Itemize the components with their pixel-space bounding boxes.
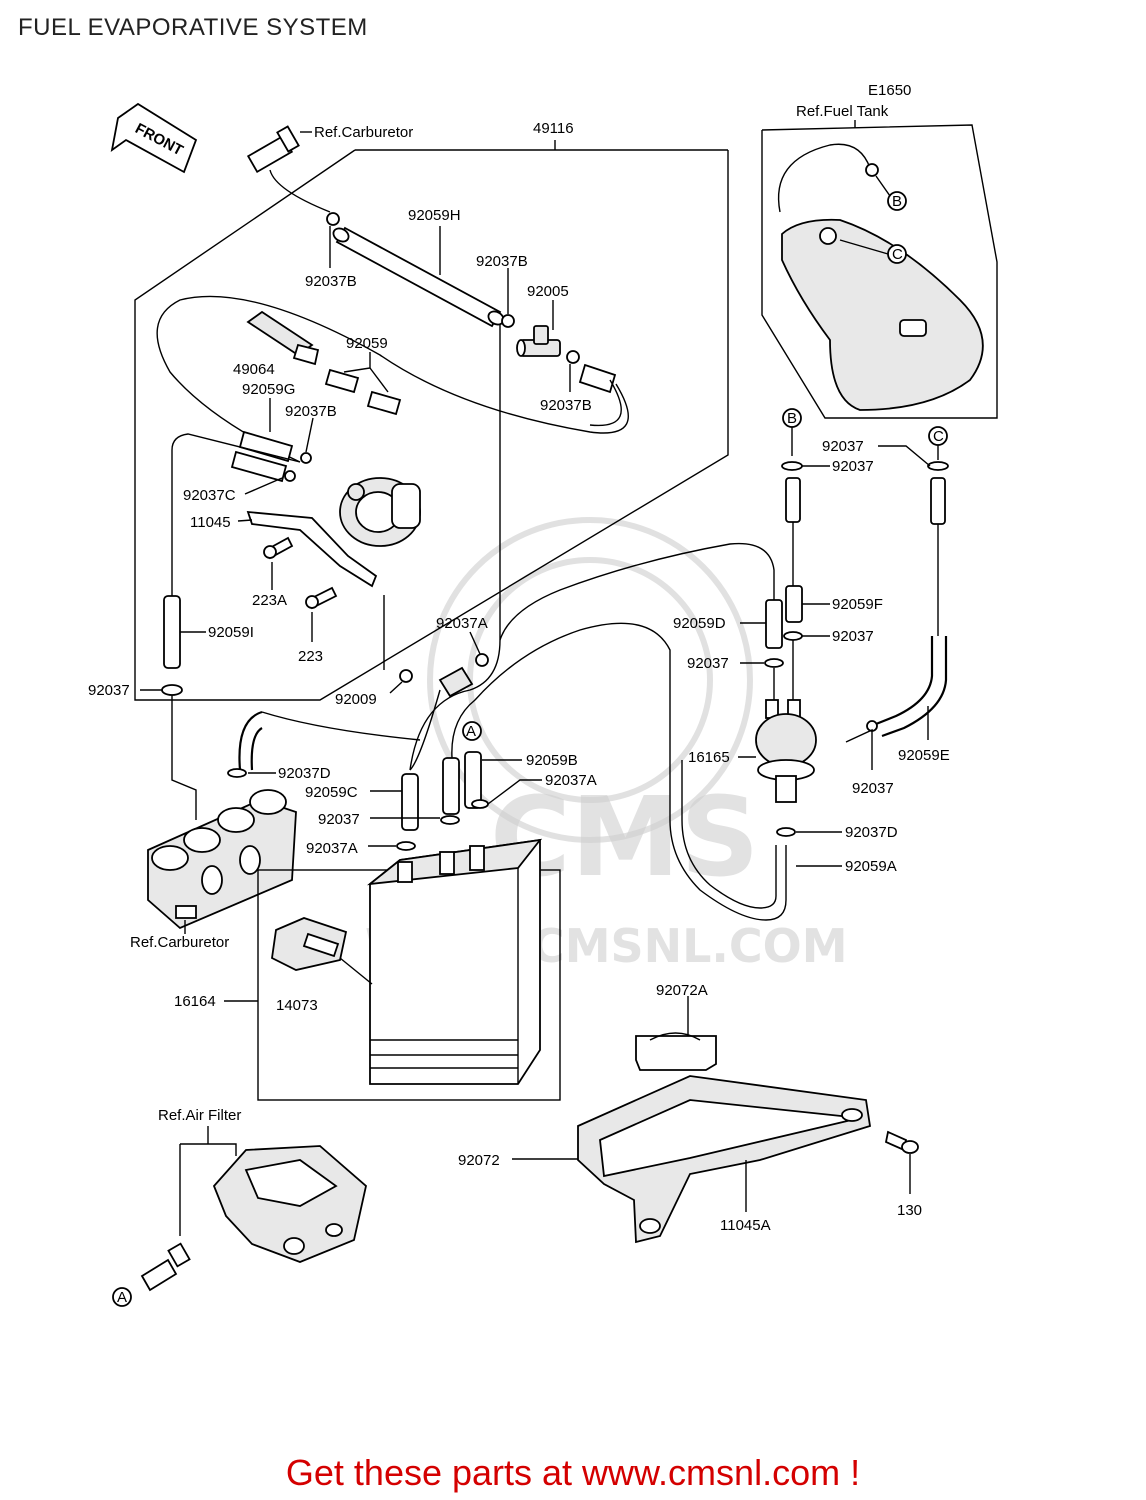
bracket-92072-11045A [577, 1075, 872, 1244]
label-92037B-3: 92037B [285, 403, 337, 420]
label-92037-mid: 92037 [318, 811, 360, 828]
footer-promo[interactable]: Get these parts at www.cmsnl.com ! [0, 1452, 1146, 1494]
canister-16164 [367, 838, 543, 1085]
label-92037A-top: 92037A [436, 615, 488, 632]
label-92059F: 92059F [832, 596, 883, 613]
fuel-tank-frame [761, 124, 998, 419]
label-92072: 92072 [458, 1152, 500, 1169]
label-92037B-2: 92037B [476, 253, 528, 270]
label-223: 223 [298, 648, 323, 665]
label-92059G: 92059G [242, 381, 295, 398]
air-filter-fitting [140, 1242, 191, 1292]
part-49064 [246, 310, 320, 366]
carburetor-bank [147, 789, 297, 930]
label-92037A-low: 92037A [306, 840, 358, 857]
label-92059B: 92059B [526, 752, 578, 769]
label-92009: 92009 [335, 691, 377, 708]
valve-92037A-area [399, 653, 489, 698]
hose-92059B-left [442, 622, 671, 815]
hoses-92059G [230, 430, 294, 483]
valve-16165 [755, 699, 817, 803]
parts-diagram: CMS WWW.CMSNL.COM FRONT E1650 49116 Ref.… [88, 82, 998, 1307]
hose-c-short [930, 477, 946, 525]
callout-c-low: C [933, 428, 944, 445]
diagram-code: E1650 [868, 82, 911, 99]
hose-92059H [326, 212, 515, 328]
label-92037C: 92037C [183, 487, 236, 504]
label-92037-r2: 92037 [832, 458, 874, 475]
ref-air-filter: Ref.Air Filter [158, 1107, 241, 1124]
label-92037D-left: 92037D [278, 765, 331, 782]
label-92059A: 92059A [845, 858, 897, 875]
label-223A: 223A [252, 592, 287, 609]
label-92059: 92059 [346, 335, 388, 352]
ref-fuel-tank: Ref.Fuel Tank [796, 103, 889, 120]
label-49064: 49064 [233, 361, 275, 378]
label-11045: 11045 [190, 514, 231, 531]
label-92037B-1: 92037B [305, 273, 357, 290]
label-92005: 92005 [527, 283, 569, 300]
label-130: 130 [897, 1202, 922, 1219]
loop-hose [156, 295, 629, 463]
label-92059C: 92059C [305, 784, 358, 801]
hoses-92059 [324, 368, 402, 416]
cap-14073 [271, 917, 348, 971]
label-92059E: 92059E [898, 747, 950, 764]
label-92059D: 92059D [673, 615, 726, 632]
bolt-130 [884, 1130, 919, 1154]
ref-carburetor-top: Ref.Carburetor [314, 124, 413, 141]
label-92059H: 92059H [408, 207, 461, 224]
callout-c-top: C [892, 246, 903, 263]
hose-assembly-outline [134, 140, 729, 701]
front-arrow: FRONT [110, 102, 198, 174]
hose-92059-right [566, 350, 617, 394]
bracket-92072A [635, 1032, 717, 1071]
label-92037-r4: 92037 [687, 655, 729, 672]
bolt-223 [305, 586, 338, 610]
label-92037-left: 92037 [88, 682, 130, 699]
t-fitting-92005 [516, 325, 561, 357]
vacuum-valve-assembly [246, 470, 421, 588]
air-filter [212, 1145, 367, 1263]
label-92037D-right: 92037D [845, 824, 898, 841]
label-92037B-4: 92037B [540, 397, 592, 414]
fuel-tank [777, 143, 984, 411]
bolt-223A [263, 536, 294, 560]
callout-a-top: A [466, 723, 476, 740]
hose-92059A [669, 760, 787, 921]
label-92037-r5: 92037 [852, 780, 894, 797]
label-92059I: 92059I [208, 624, 254, 641]
label-92037A-right: 92037A [545, 772, 597, 789]
label-92037-r1: 92037 [822, 438, 864, 455]
hose-92059F [785, 585, 803, 623]
callout-b-low: B [787, 410, 797, 427]
t-fitting-top [246, 125, 331, 213]
label-92072A: 92072A [656, 982, 708, 999]
ref-carburetor-bottom: Ref.Carburetor [130, 934, 229, 951]
callout-a-bottom: A [117, 1289, 127, 1306]
page-title: FUEL EVAPORATIVE SYSTEM [18, 14, 368, 41]
label-14073: 14073 [276, 997, 318, 1014]
label-49116: 49116 [533, 120, 574, 137]
hose-92059C [401, 773, 419, 831]
label-11045A: 11045A [720, 1217, 771, 1234]
label-92037-r3: 92037 [832, 628, 874, 645]
label-16164: 16164 [174, 993, 216, 1010]
footer-link[interactable]: Get these parts at www.cmsnl.com ! [285, 1452, 861, 1493]
hose-to-carb [238, 710, 263, 771]
callout-b-top: B [892, 193, 902, 210]
hose-92059D [765, 599, 783, 649]
hose-92059E [875, 636, 934, 726]
label-16165: 16165 [688, 749, 730, 766]
hose-b-short [785, 477, 801, 523]
